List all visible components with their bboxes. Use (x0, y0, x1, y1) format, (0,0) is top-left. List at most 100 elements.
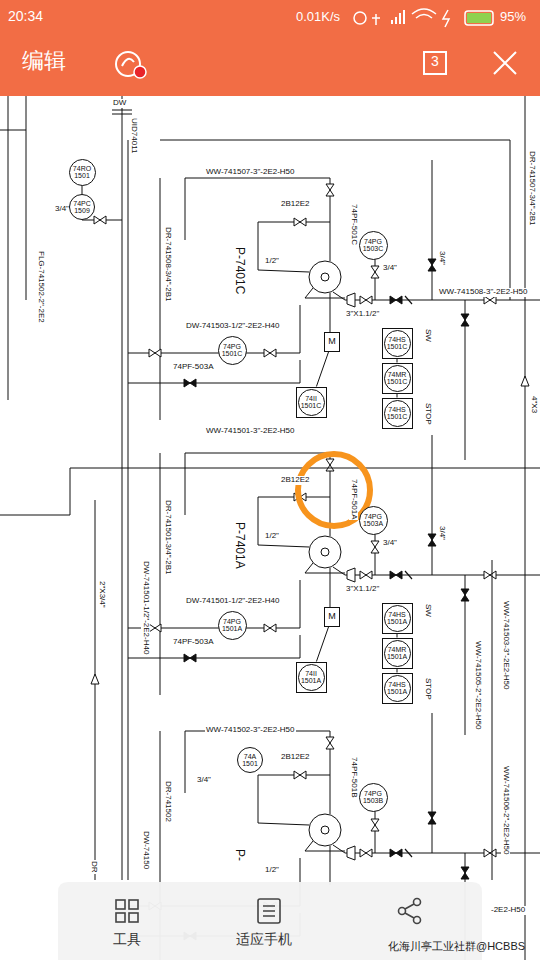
header-text: 20:34 (8, 9, 43, 24)
instrument-tag: 74PG 1503A (363, 513, 383, 528)
valve-symbol (360, 849, 372, 857)
header-icons (116, 9, 516, 76)
line-label: 3/4" (382, 264, 398, 273)
signal-line (397, 634, 398, 638)
line-label: P-7401C (233, 246, 246, 295)
line-label: SW (423, 328, 432, 343)
valve-symbol (461, 314, 469, 326)
signal-line (316, 627, 328, 662)
signal-line (397, 394, 398, 398)
line-label: 2"X3/4" (97, 580, 106, 609)
valve-symbol (484, 571, 496, 579)
line-label: DW-74150 (141, 830, 150, 870)
panel-instrument: 74HS 1501A (382, 603, 413, 634)
line-label: STOP (423, 402, 432, 426)
header-text: 0.01K/s (296, 10, 340, 24)
line-label: WW-741506-2"-2E2-H50 (501, 765, 510, 856)
valve-symbol (326, 184, 334, 196)
valve-symbol (484, 296, 496, 304)
valve-symbol (461, 867, 469, 879)
valve-symbol (294, 771, 306, 779)
header-bar (0, 0, 540, 96)
line-label: DR-741507-3/4"-2B1 (527, 150, 536, 226)
instrument-tag: 74II 1501C (301, 395, 322, 410)
line-label: 2B12E2 (280, 753, 310, 762)
valve-symbol (264, 349, 276, 357)
line-label: DW (112, 99, 127, 108)
line-label: SW (423, 603, 432, 618)
line-label: 3/4" (196, 776, 212, 785)
valve-symbol (184, 379, 196, 387)
instrument-bubble: 74RO 1501 (69, 159, 96, 186)
valve-symbol (428, 534, 436, 546)
line-label: WW-741508-3"-2E2-H50 (438, 288, 529, 297)
valve-symbol (326, 737, 334, 749)
line-label: 4"X3 (529, 395, 538, 414)
signal-line (316, 352, 328, 387)
toolbar-icons (116, 899, 421, 924)
instrument-bubble: 74PG 1501A (218, 611, 247, 640)
instrument-tag: 74PG 1501A (222, 618, 242, 633)
signal-line (397, 669, 398, 673)
line-label: STOP (423, 677, 432, 701)
line-label: -2E2-H50 (490, 906, 526, 915)
line-label: 2B12E2 (280, 476, 310, 485)
valve-symbol (371, 266, 379, 278)
instrument-bubble: 74PG 1501C (218, 336, 247, 365)
instrument-tag: M (328, 337, 336, 346)
signal-line (397, 359, 398, 363)
valve-symbol (94, 216, 106, 224)
instrument-bubble: 74PC 1509 (69, 194, 95, 220)
instrument-tag: 74HS 1501C (387, 406, 408, 421)
toolbar-text: 工具 (113, 932, 141, 947)
instrument-tag: 74II 1501A (301, 670, 321, 685)
pump-symbol (309, 536, 341, 568)
instrument-bubble: 74PG 1503C (359, 231, 388, 260)
header-text: 编辑 (22, 49, 66, 73)
panel-instrument: 74HS 1501A (382, 673, 413, 704)
toolbar-text: 适应手机 (236, 932, 292, 947)
line-label: FLG-741502-2"-2E2 (36, 250, 45, 324)
valve-symbol (326, 459, 334, 471)
line-label: 1/2" (264, 532, 280, 541)
panel-instrument: 74HS 1501C (382, 398, 413, 429)
line-label: P- (233, 848, 246, 862)
instrument-bubble: 74PG 1503A (359, 506, 388, 535)
line-label: DR-741508-3/4"-2B1 (163, 226, 172, 302)
line-label: 3/4" (437, 250, 446, 266)
line-label: 74PF-501C (349, 203, 358, 246)
line-label: 3"X1.1/2" (345, 310, 380, 319)
instrument-tag: 74HS 1501A (387, 681, 407, 696)
instrument-bubble: 74PG 1503B (359, 783, 388, 812)
instrument-tag: 74PG 1503B (363, 790, 383, 805)
line-label: DR-741502 (163, 780, 172, 823)
panel-instrument: 74HS 1501C (382, 328, 413, 359)
line-label: DR (89, 860, 98, 874)
valve-symbol (184, 654, 196, 662)
instrument-tag: 74PG 1501C (222, 343, 243, 358)
pump-symbol (309, 814, 341, 846)
instrument-tag: 74HS 1501A (387, 611, 407, 626)
line-label: DW-741501-1/2"-2E2-H40 (185, 597, 280, 606)
instrument-tag: 74A 1501 (242, 753, 258, 768)
valve-symbol (360, 296, 372, 304)
line-label: WW-741507-3"-2E2-H50 (205, 168, 296, 177)
line-label: WW-741501-3"-2E2-H50 (205, 427, 296, 436)
pump-symbol (309, 261, 341, 293)
valve-symbol (149, 349, 161, 357)
motor-box: M (324, 332, 340, 352)
panel-instrument: 74MR 1501C (382, 363, 413, 394)
line-label: 74PF-503A (172, 638, 214, 647)
line-label: 74PF-503A (172, 363, 214, 372)
valve-symbol (428, 259, 436, 271)
line-label: 3/4" (54, 205, 70, 214)
valve-symbol (390, 296, 402, 304)
instrument-tag: 74MR 1501C (387, 371, 408, 386)
instrument-tag: M (328, 612, 336, 621)
panel-instrument: 74II 1501C (296, 387, 327, 418)
line-label: 1/2" (264, 257, 280, 266)
instrument-bubble: 74A 1501 (237, 747, 263, 773)
line-label: 3"X1.1/2" (345, 585, 380, 594)
line-label: DR-741501-3/4"-2B1 (163, 499, 172, 575)
